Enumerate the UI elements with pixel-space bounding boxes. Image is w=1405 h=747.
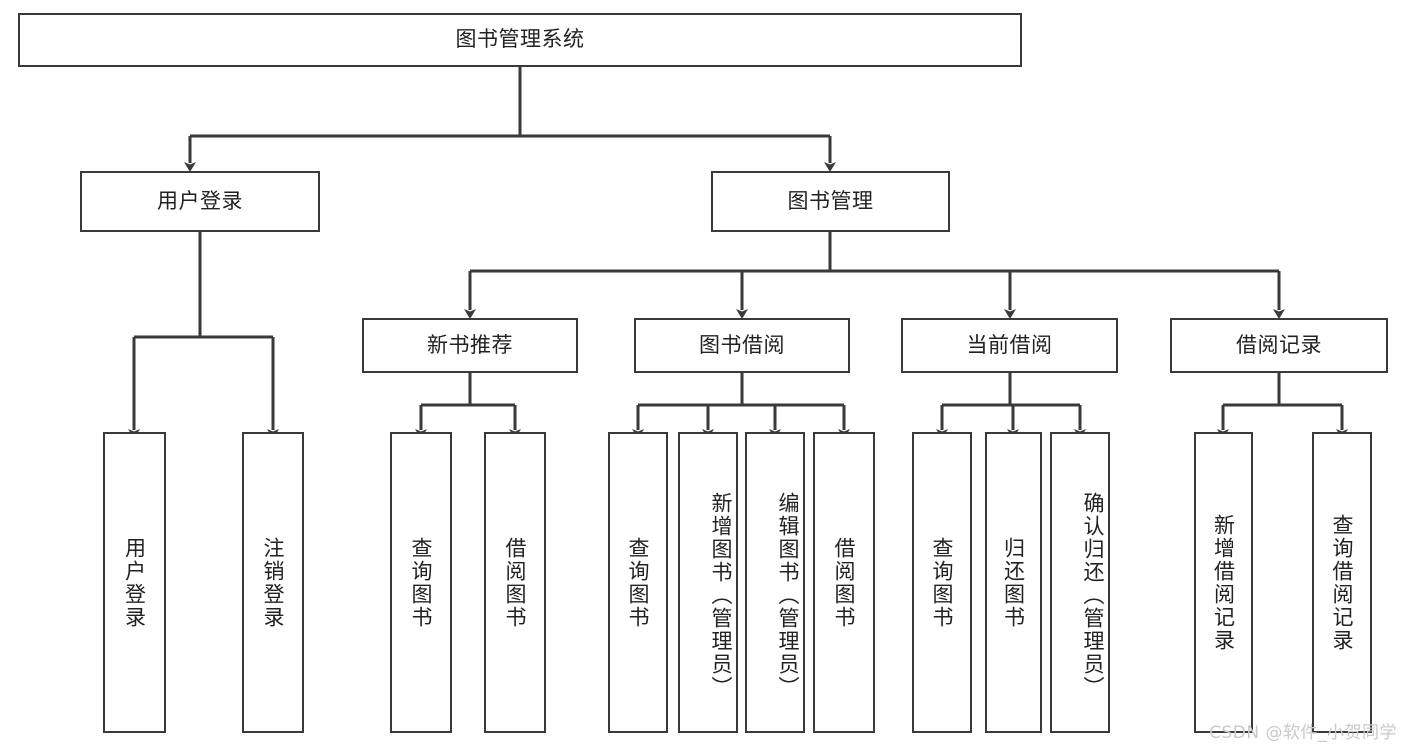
- leaf-borrow-edit-book[interactable]: 编辑图书（管理员）: [745, 432, 805, 733]
- leaf-record-query-record-label: 查询借阅记录: [1330, 513, 1354, 652]
- leaf-user-login-logout-label: 注销登录: [261, 536, 285, 629]
- leaf-record-query-record[interactable]: 查询借阅记录: [1312, 432, 1372, 733]
- leaf-user-login-login-label: 用户登录: [122, 536, 147, 629]
- node-user-login[interactable]: 用户登录: [80, 171, 320, 232]
- leaf-borrow-query-book[interactable]: 查询图书: [608, 432, 668, 733]
- node-current-borrow-label: 当前借阅: [966, 332, 1053, 357]
- leaf-current-confirm-return-label: 确认归还（管理员）: [1081, 492, 1105, 699]
- leaf-newbook-borrow-book[interactable]: 借阅图书: [484, 432, 546, 733]
- node-new-book-recommend-label: 新书推荐: [427, 332, 513, 357]
- leaf-newbook-borrow-book-label: 借阅图书: [503, 536, 527, 629]
- leaf-record-add-record[interactable]: 新增借阅记录: [1194, 432, 1253, 733]
- leaf-borrow-add-book-label: 新增图书（管理员）: [709, 492, 733, 699]
- node-root[interactable]: 图书管理系统: [18, 13, 1022, 67]
- leaf-borrow-edit-book-label: 编辑图书（管理员）: [776, 492, 800, 699]
- leaf-current-query-book-label: 查询图书: [930, 536, 954, 629]
- leaf-user-login-logout[interactable]: 注销登录: [242, 432, 304, 733]
- node-new-book-recommend[interactable]: 新书推荐: [362, 318, 578, 373]
- leaf-newbook-query-book[interactable]: 查询图书: [390, 432, 452, 733]
- node-book-borrow-label: 图书借阅: [699, 332, 785, 357]
- leaf-borrow-borrow-book-label: 借阅图书: [832, 536, 856, 629]
- node-borrow-record[interactable]: 借阅记录: [1170, 318, 1388, 373]
- node-current-borrow[interactable]: 当前借阅: [901, 318, 1118, 373]
- leaf-borrow-query-book-label: 查询图书: [626, 536, 650, 629]
- leaf-record-add-record-label: 新增借阅记录: [1211, 513, 1236, 652]
- leaf-user-login-login[interactable]: 用户登录: [103, 432, 166, 733]
- leaf-current-confirm-return[interactable]: 确认归还（管理员）: [1050, 432, 1110, 733]
- node-book-management[interactable]: 图书管理: [711, 171, 950, 232]
- node-root-label: 图书管理系统: [455, 27, 585, 52]
- node-book-borrow[interactable]: 图书借阅: [634, 318, 850, 373]
- leaf-borrow-borrow-book[interactable]: 借阅图书: [813, 432, 875, 733]
- leaf-current-query-book[interactable]: 查询图书: [912, 432, 972, 733]
- node-user-login-label: 用户登录: [157, 188, 243, 213]
- node-book-management-label: 图书管理: [787, 188, 874, 213]
- leaf-current-return-book-label: 归还图书: [1001, 536, 1026, 629]
- node-borrow-record-label: 借阅记录: [1236, 332, 1322, 357]
- leaf-borrow-add-book[interactable]: 新增图书（管理员）: [678, 432, 738, 733]
- leaf-current-return-book[interactable]: 归还图书: [985, 432, 1042, 733]
- leaf-newbook-query-book-label: 查询图书: [409, 536, 433, 629]
